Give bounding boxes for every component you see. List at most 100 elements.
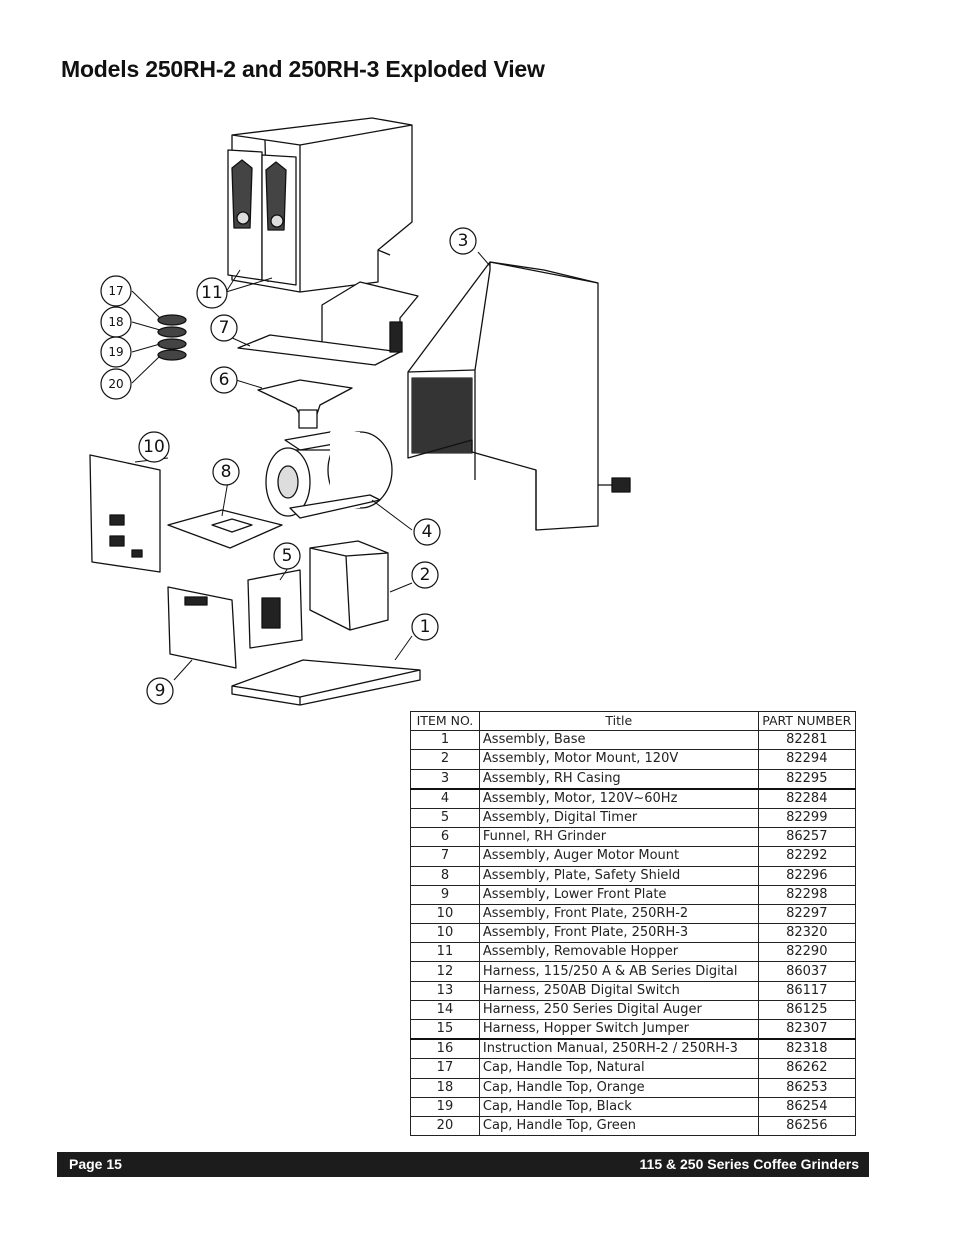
callout-label: 3 — [458, 231, 469, 251]
callout-2 — [411, 561, 439, 589]
title-cell: Harness, 250 Series Digital Auger — [478, 999, 759, 1021]
title-cell: Assembly, RH Casing — [478, 768, 759, 790]
item-no-cell: 15 — [410, 1019, 480, 1041]
title-cell: Cap, Handle Top, Black — [478, 1096, 759, 1117]
title-cell: Assembly, Front Plate, 250RH-2 — [478, 903, 759, 925]
page-title: Models 250RH-2 and 250RH-3 Exploded View — [61, 56, 545, 82]
part-number-cell: 82298 — [757, 884, 857, 905]
part-number-cell: 82307 — [757, 1019, 857, 1041]
footer-bar: Page 15 115 & 250 Series Coffee Grinders — [57, 1152, 869, 1177]
callout-19 — [100, 336, 132, 368]
item-no-cell: 18 — [410, 1077, 480, 1098]
title-cell: Assembly, Auger Motor Mount — [478, 846, 759, 867]
item-no-cell: 6 — [410, 827, 480, 848]
title-cell: Cap, Handle Top, Natural — [478, 1058, 759, 1079]
callout-5 — [273, 542, 301, 570]
item-no-cell: 13 — [410, 980, 480, 1001]
item-no-cell: 12 — [410, 961, 480, 982]
part-number-cell: 86037 — [757, 961, 857, 982]
callout-label: 10 — [143, 437, 165, 457]
callout-1 — [411, 613, 439, 641]
part-number-cell: 86262 — [757, 1058, 857, 1079]
page-number: Page 15 — [69, 1156, 122, 1172]
part-number-cell: 86256 — [757, 1115, 857, 1137]
callout-7 — [210, 314, 238, 342]
item-no-cell: 14 — [410, 999, 480, 1021]
part-number-cell: 82295 — [757, 768, 857, 790]
front-plate — [89, 454, 161, 573]
title-cell: Cap, Handle Top, Green — [478, 1115, 759, 1137]
callout-label: 8 — [221, 462, 232, 482]
title-cell: Assembly, Front Plate, 250RH-3 — [478, 923, 759, 944]
column-header-part-number: PART NUMBER — [757, 710, 857, 732]
base — [231, 659, 421, 706]
title-cell: Assembly, Digital Timer — [478, 807, 759, 829]
part-number-cell: 82284 — [757, 788, 857, 809]
item-no-cell: 10 — [410, 923, 480, 944]
callout-4 — [413, 518, 441, 546]
hopper-assembly — [227, 117, 413, 293]
column-header-item-no: ITEM NO. — [410, 710, 480, 732]
item-no-cell: 5 — [410, 807, 480, 829]
title-cell: Assembly, Plate, Safety Shield — [478, 865, 759, 886]
motor-assembly — [265, 431, 393, 519]
item-no-cell: 10 — [410, 903, 480, 925]
callout-label: 4 — [422, 522, 433, 542]
part-number-cell: 82299 — [757, 807, 857, 829]
item-no-cell: 17 — [410, 1058, 480, 1079]
title-cell: Harness, 250AB Digital Switch — [478, 980, 759, 1001]
title-cell: Harness, Hopper Switch Jumper — [478, 1019, 759, 1041]
title-cell: Assembly, Removable Hopper — [478, 942, 759, 963]
part-number-cell: 82297 — [757, 903, 857, 925]
lower-front-plate — [167, 586, 237, 669]
callout-label: 19 — [108, 345, 123, 359]
part-number-cell: 86117 — [757, 980, 857, 1001]
callout-3 — [449, 227, 477, 255]
table-header-row: ITEM NO. Title PART NUMBER — [410, 710, 857, 732]
part-number-cell: 82290 — [757, 942, 857, 963]
callout-9 — [146, 677, 174, 705]
callout-label: 20 — [108, 377, 123, 391]
title-cell: Instruction Manual, 250RH-2 / 250RH-3 — [478, 1038, 759, 1060]
item-no-cell: 8 — [410, 865, 480, 886]
motor-mount — [309, 540, 389, 631]
callout-label: 2 — [420, 565, 431, 585]
item-no-cell: 7 — [410, 846, 480, 867]
callout-label: 17 — [108, 284, 123, 298]
callout-label: 5 — [282, 546, 293, 566]
title-cell: Funnel, RH Grinder — [478, 827, 759, 848]
callout-label: 9 — [155, 681, 166, 701]
part-number-cell: 86257 — [757, 827, 857, 848]
callout-label: 7 — [219, 318, 230, 338]
part-number-cell: 86254 — [757, 1096, 857, 1117]
funnel — [257, 379, 353, 429]
title-cell: Cap, Handle Top, Orange — [478, 1077, 759, 1098]
part-number-cell: 82281 — [757, 730, 857, 751]
item-no-cell: 2 — [410, 749, 480, 770]
item-no-cell: 11 — [410, 942, 480, 963]
title-cell: Harness, 115/250 A & AB Series Digital — [478, 961, 759, 982]
callout-10 — [138, 431, 170, 463]
column-header-title: Title — [478, 710, 759, 732]
callout-17 — [100, 275, 132, 307]
digital-timer — [247, 569, 303, 649]
item-no-cell: 20 — [410, 1115, 480, 1137]
callout-label: 6 — [219, 370, 230, 390]
title-cell: Assembly, Motor Mount, 120V — [478, 749, 759, 770]
